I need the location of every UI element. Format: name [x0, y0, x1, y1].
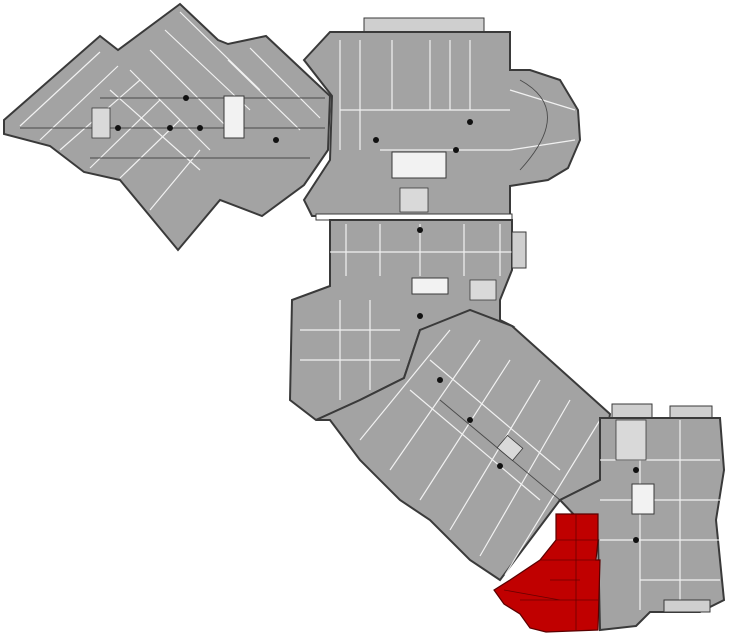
central-elevator-core: [411, 277, 449, 295]
door-marker: [417, 227, 423, 233]
door-marker: [273, 137, 279, 143]
se-elevator-core: [631, 483, 655, 515]
door-marker: [497, 463, 503, 469]
se-balcony-south: [663, 599, 711, 613]
se-stair: [615, 419, 647, 461]
door-marker: [467, 417, 473, 423]
selected-apartment-shape[interactable]: [493, 513, 601, 633]
north-wing-with-rotunda[interactable]: [302, 17, 582, 217]
door-marker: [467, 119, 473, 125]
door-marker: [167, 125, 173, 131]
diagonal-wing[interactable]: [315, 308, 612, 582]
north-balcony: [363, 17, 485, 33]
door-marker: [197, 125, 203, 131]
door-marker: [633, 537, 639, 543]
central-stair: [469, 279, 497, 301]
door-marker: [437, 377, 443, 383]
diagonal-stair: [496, 434, 524, 462]
door-marker: [115, 125, 121, 131]
west-elevator-core: [223, 95, 245, 139]
central-balcony: [511, 231, 527, 269]
highlighted-unit[interactable]: [493, 513, 601, 633]
door-marker: [453, 147, 459, 153]
north-stair: [399, 187, 429, 213]
door-marker: [633, 467, 639, 473]
door-marker: [373, 137, 379, 143]
north-elevator-core: [391, 151, 447, 179]
west-diamond-wing[interactable]: [3, 2, 332, 252]
west-stair: [91, 107, 111, 139]
door-marker: [417, 313, 423, 319]
south-east-wing[interactable]: [558, 403, 726, 632]
door-marker: [183, 95, 189, 101]
